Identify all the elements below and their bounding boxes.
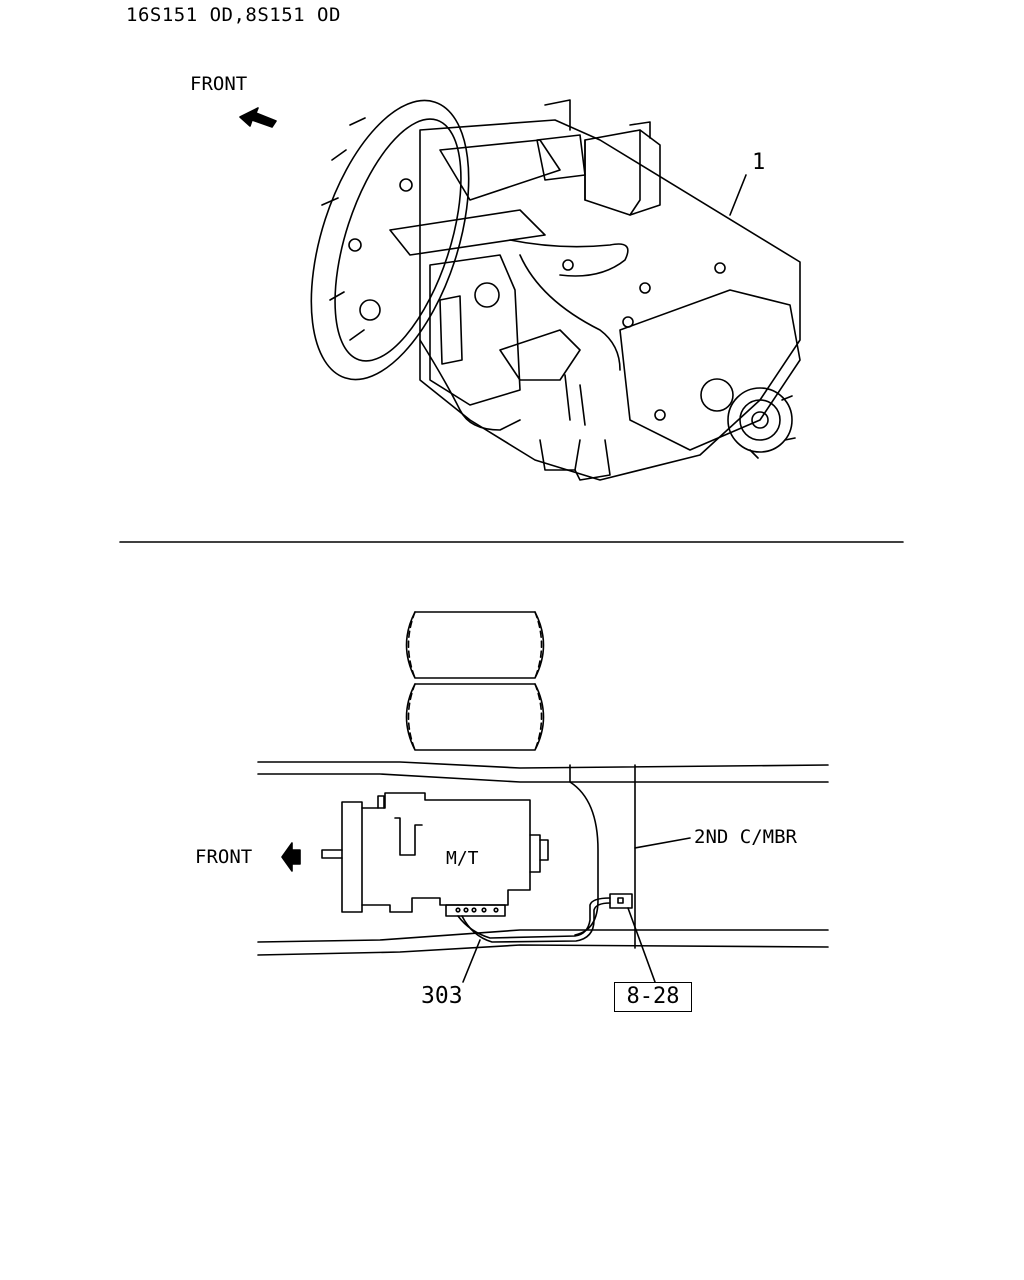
front-label-top: FRONT — [190, 73, 248, 95]
transmission-label: M/T — [446, 848, 479, 869]
part-number-303: 303 — [421, 983, 463, 1009]
reference-box: 8-28 — [614, 982, 692, 1012]
model-codes-header: 16S151 OD,8S151 OD — [126, 4, 341, 26]
front-label-bottom: FRONT — [195, 846, 253, 868]
harness-303 — [457, 893, 656, 983]
callout-number-1: 1 — [752, 150, 766, 175]
crossmember-label: 2ND C/MBR — [694, 826, 797, 848]
transmission-assembly-illustration — [310, 99, 801, 481]
front-arrow-bottom-icon — [281, 842, 301, 872]
chassis-frame — [257, 761, 829, 956]
air-tanks — [405, 611, 545, 751]
front-arrow-top-icon — [239, 107, 277, 128]
manual-transmission-outline — [321, 792, 549, 917]
